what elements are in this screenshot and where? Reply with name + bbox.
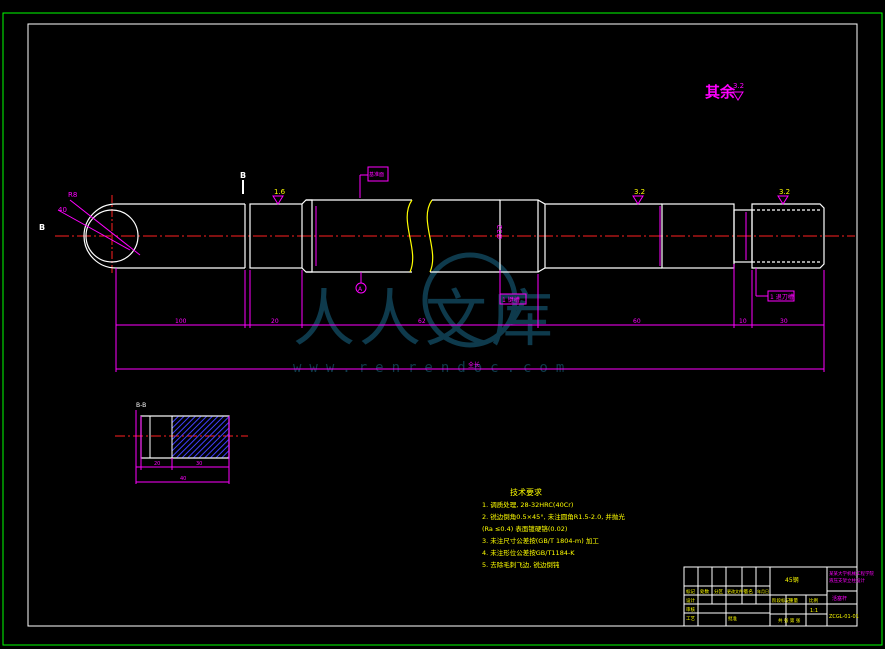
roughness-3: 3.2 bbox=[779, 188, 790, 196]
tech-notes: 技术要求 1. 调质处理, 28-32HRC(40Cr) 2. 锐边倒角0.5×… bbox=[482, 487, 625, 569]
dimension-lines bbox=[115, 264, 825, 372]
tb-school-1: 某某大学机械工程学院 bbox=[829, 570, 874, 577]
title-block bbox=[683, 566, 858, 627]
tb-header-1: 标记 bbox=[686, 588, 695, 595]
svg-text:20: 20 bbox=[154, 461, 160, 467]
tb-header-5: 签名 bbox=[744, 588, 753, 595]
section-letter-left: B bbox=[39, 223, 45, 232]
tb-role-4: 批准 bbox=[728, 615, 737, 622]
dim-overall: 全长 bbox=[468, 361, 480, 369]
drawing-border bbox=[27, 23, 858, 627]
tb-header-6: 年月日 bbox=[757, 588, 769, 594]
dim-4: 60 bbox=[633, 318, 641, 325]
tb-sheet: 共 张 第 张 bbox=[778, 617, 801, 624]
rod-body bbox=[244, 199, 825, 273]
section-letter-top: B bbox=[240, 171, 246, 180]
tech-note-5: 4. 未注形位公差按GB/T1184-K bbox=[482, 548, 575, 557]
roughness-2: 3.2 bbox=[634, 188, 645, 196]
section-view-label: B-B bbox=[136, 402, 146, 409]
svg-text:40: 40 bbox=[180, 476, 186, 482]
dim-3: 62 bbox=[418, 318, 426, 325]
svg-text:30: 30 bbox=[196, 461, 202, 467]
tb-header-4: 更改文件号 bbox=[727, 588, 747, 594]
diameter-label: Ø32 bbox=[496, 225, 504, 239]
callout-mid: 1 键槽 bbox=[499, 270, 527, 305]
tech-note-1: 1. 调质处理, 28-32HRC(40Cr) bbox=[482, 500, 573, 509]
tech-note-2: 2. 锐边倒角0.5×45°, 未注圆角R1.5-2.0, 并抛光 bbox=[482, 512, 625, 521]
watermark-url: www.renrendoc.com bbox=[293, 360, 572, 376]
tech-note-6: 5. 去除毛刺飞边, 锐边倒钝 bbox=[482, 560, 560, 569]
eye-leader-1 bbox=[69, 199, 141, 256]
tech-notes-title: 技术要求 bbox=[510, 487, 542, 497]
tb-drawing-name: 活塞杆 bbox=[832, 595, 847, 602]
svg-text:基准面: 基准面 bbox=[369, 171, 384, 178]
tb-material: 45钢 bbox=[785, 576, 799, 584]
rod-eye bbox=[83, 203, 245, 269]
tb-header-2: 处数 bbox=[700, 588, 709, 595]
eye-angle-label: 40 bbox=[58, 206, 67, 214]
tech-note-3: (Ra ≤0.4) 表面镀硬铬(0.02) bbox=[482, 524, 567, 533]
tb-header-3: 分区 bbox=[714, 588, 723, 595]
tb-role-3: 工艺 bbox=[686, 616, 695, 622]
section-label-a: A bbox=[358, 286, 363, 293]
callout-right: 1 退刀槽 bbox=[755, 268, 795, 302]
dim-1: 100 bbox=[175, 318, 187, 325]
roughness-marks bbox=[272, 195, 789, 205]
surface-note-value: 3.2 bbox=[733, 82, 744, 90]
surface-note-symbol bbox=[732, 91, 744, 101]
surface-note: 其余 bbox=[705, 83, 736, 101]
tb-stage-2: 重量 bbox=[789, 597, 798, 604]
callout-top: 基准面 bbox=[359, 166, 389, 198]
tb-stage-1: 阶段标记 bbox=[772, 597, 790, 604]
dim-2: 20 bbox=[271, 318, 279, 325]
outer-frame bbox=[2, 12, 883, 646]
watermark: 人人文库 www.renrendoc.com bbox=[293, 252, 572, 376]
tb-drawing-no: ZCGL-01-01 bbox=[829, 614, 859, 620]
section-view: 20 30 40 bbox=[115, 410, 248, 484]
roughness-1: 1.6 bbox=[274, 188, 286, 196]
tb-scale: 1:1 bbox=[810, 608, 818, 614]
tb-school-2: 液压支架立柱设计 bbox=[829, 577, 865, 584]
svg-text:1 退刀槽: 1 退刀槽 bbox=[770, 293, 794, 301]
tb-role-2: 审核 bbox=[686, 606, 695, 613]
tb-role-1: 设计 bbox=[686, 597, 695, 604]
watermark-ring bbox=[422, 252, 518, 348]
eye-radius-label: R8 bbox=[68, 191, 77, 199]
tech-note-4: 3. 未注尺寸公差按(GB/T 1804-m) 加工 bbox=[482, 536, 599, 545]
svg-text:1 键槽: 1 键槽 bbox=[502, 296, 520, 304]
tb-stage-3: 比例 bbox=[809, 597, 818, 604]
dim-6: 30 bbox=[780, 318, 788, 325]
eye-leader-2 bbox=[57, 209, 131, 251]
dim-5: 10 bbox=[739, 318, 747, 325]
